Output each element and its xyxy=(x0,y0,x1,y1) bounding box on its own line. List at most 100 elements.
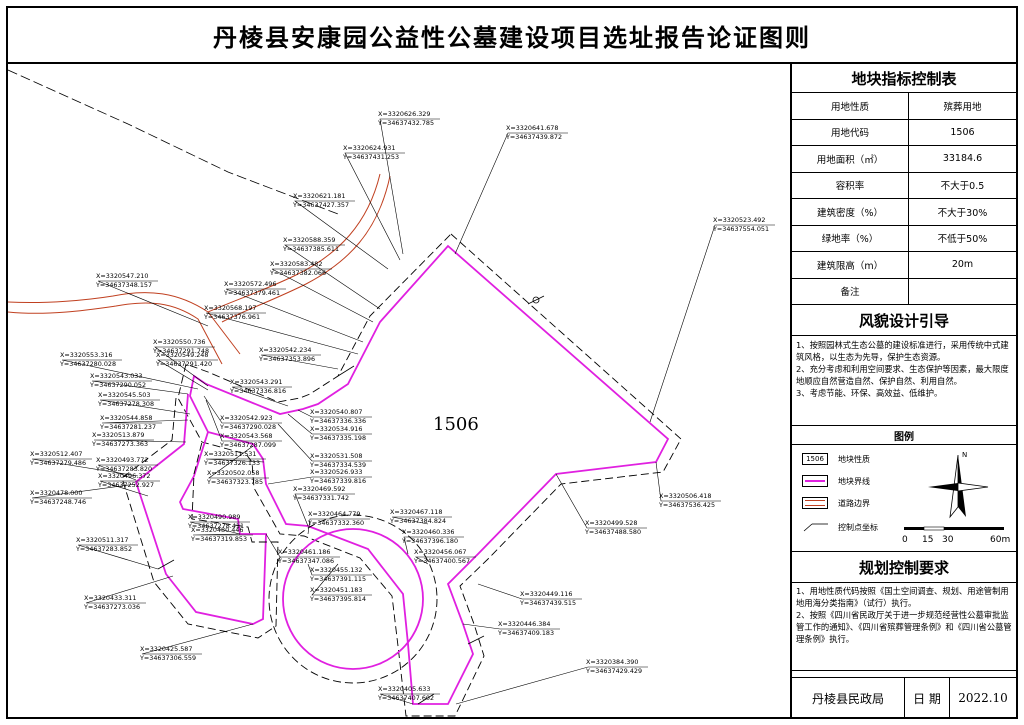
control-table-row: 容积率不大于0.5 xyxy=(792,172,1016,199)
coordinate-y: Y=34637396.180 xyxy=(401,537,458,545)
control-key: 建筑限高（m） xyxy=(792,251,909,279)
control-value: 殡葬用地 xyxy=(908,93,1016,120)
coordinate-y: Y=34637332.360 xyxy=(307,519,364,527)
coordinate-y: Y=34637339.816 xyxy=(309,477,366,485)
control-table-row: 用地性质殡葬用地 xyxy=(792,93,1016,120)
coordinate-y: Y=34637287.099 xyxy=(219,441,276,449)
coordinate-x: X=3320545.503 xyxy=(98,391,150,399)
design-guide-item: 1、按照园林式生态公墓的建设标准进行，采用传统中式建筑风格，以生态为先导，保护生… xyxy=(796,340,1009,362)
coordinate-x: X=3320506.418 xyxy=(659,492,711,500)
coordinate-leader-line xyxy=(277,423,372,462)
coordinate-x: X=3320547.210 xyxy=(96,272,148,280)
coordinate-leader-line xyxy=(477,583,582,600)
control-table-row: 建筑密度（%）不大于30% xyxy=(792,198,1016,226)
coordinate-leader-line xyxy=(294,200,389,270)
coordinate-leaders xyxy=(31,118,775,705)
coordinate-x: X=3320513.879 xyxy=(92,431,144,439)
coordinate-leader-line xyxy=(156,359,218,391)
coordinate-y: Y=34637331.742 xyxy=(292,494,349,502)
coordinate-leader-line xyxy=(462,623,560,630)
legend-item-boundary: 地块界线 xyxy=(802,475,870,487)
coordinate-x: X=3320449.116 xyxy=(520,590,572,598)
coordinate-x: X=3320553.316 xyxy=(60,351,112,359)
coordinate-x: X=3320490.989 xyxy=(188,513,240,521)
legend-swatch-control-point xyxy=(802,521,828,533)
coordinate-y: Y=34637306.559 xyxy=(139,654,196,662)
scale-label-0: 0 xyxy=(902,535,908,545)
road-dashed-line xyxy=(8,69,339,215)
coordinate-leader-line xyxy=(85,575,174,604)
coordinate-leader-line xyxy=(555,473,647,529)
legend-swatch-boundary xyxy=(802,475,828,487)
coordinate-x: X=3320405.633 xyxy=(378,685,430,693)
coordinate-y: Y=34637536.425 xyxy=(658,501,715,509)
coordinate-leader-line xyxy=(97,280,209,327)
scale-label-60: 60m xyxy=(990,535,1010,545)
coordinate-leader-line xyxy=(284,244,381,310)
requirements-text: 1、用地性质代码按照《国土空间调查、规划、用途管制用地用海分类指南》（试行）执行… xyxy=(792,583,1016,671)
map-canvas[interactable]: 1506 X=3320626.329Y=34637432.785X=332062… xyxy=(8,64,790,718)
coordinate-y: Y=34637439.872 xyxy=(505,133,562,141)
legend-label: 地块性质 xyxy=(838,454,870,464)
coordinate-y: Y=34637400.567 xyxy=(413,557,470,565)
coordinate-y: Y=34637432.785 xyxy=(377,119,434,127)
control-value xyxy=(908,278,1016,305)
coordinate-leader-line xyxy=(231,386,292,407)
coordinate-y: Y=34637273.036 xyxy=(83,603,140,611)
requirement-item: 2、按照《四川省民政厅关于进一步规范经营性公墓审批监管工作的通知》、《四川省殡葬… xyxy=(796,610,1012,644)
coordinate-y: Y=34637336.816 xyxy=(229,387,286,395)
coordinate-x: X=3320469.592 xyxy=(293,485,345,493)
legend: 1506 地块性质 地块界线 道路边界 控制点坐标 N xyxy=(792,445,1016,552)
coordinate-leader-line xyxy=(267,476,372,485)
coordinate-leader-line xyxy=(31,483,137,499)
coordinate-x: X=3320455.132 xyxy=(310,566,362,574)
coordinate-y: Y=34637336.336 xyxy=(309,417,366,425)
control-value: 不低于50% xyxy=(908,225,1016,252)
coordinate-x: X=3320544.858 xyxy=(100,414,152,422)
title-block-footer: 丹棱县民政局 日 期 2022.10 xyxy=(792,677,1016,718)
coordinate-x: X=3320624.931 xyxy=(343,144,395,152)
coordinate-y: Y=34637427.357 xyxy=(292,201,349,209)
legend-item-parcel-type: 1506 地块性质 xyxy=(802,453,870,465)
coordinate-x: X=3320572.496 xyxy=(224,280,276,288)
legend-swatch-parcel: 1506 xyxy=(802,453,828,465)
coordinate-leader-line xyxy=(97,464,158,481)
coordinate-leader-line xyxy=(77,544,159,570)
coordinate-y: Y=34637319.853 xyxy=(190,535,247,543)
coordinate-leader-line xyxy=(379,693,440,705)
coordinate-x: X=3320542.234 xyxy=(259,346,311,354)
coordinate-leader-line xyxy=(265,533,340,558)
coordinate-y: Y=34637291.420 xyxy=(155,360,212,368)
coordinate-y: Y=34637395.814 xyxy=(309,595,366,603)
coordinate-y: Y=34637385.611 xyxy=(282,245,339,253)
control-table-row: 用地面积（㎡）33184.6 xyxy=(792,145,1016,173)
coordinate-y: Y=34637409.183 xyxy=(497,629,554,637)
coordinate-y: Y=34637283.852 xyxy=(75,545,132,553)
coordinate-x: X=3320583.482 xyxy=(270,260,322,268)
coordinate-x: X=3320543.033 xyxy=(90,372,142,380)
coordinate-x: X=3320549.248 xyxy=(156,351,208,359)
coordinate-y: Y=34637278.308 xyxy=(97,400,154,408)
coordinate-x: X=3320621.181 xyxy=(293,192,345,200)
page-title: 丹棱县安康园公益性公墓建设项目选址报告论证图则 xyxy=(8,8,1016,64)
coordinate-y: Y=34637554.051 xyxy=(712,225,769,233)
road-boundaries xyxy=(8,173,391,365)
control-table-row: 备注 xyxy=(792,278,1016,305)
coordinate-leader-line xyxy=(154,346,215,387)
legend-label: 道路边界 xyxy=(838,498,870,508)
coordinate-leader-line xyxy=(101,419,189,424)
coordinate-y: Y=34637431.253 xyxy=(342,153,399,161)
coordinate-x: X=3320588.359 xyxy=(283,236,335,244)
coordinate-leader-line xyxy=(225,288,364,343)
control-table-row: 建筑限高（m）20m xyxy=(792,251,1016,279)
coordinate-leader-line xyxy=(414,556,476,565)
coordinate-y: Y=34637281.237 xyxy=(99,423,156,431)
coordinate-x: X=3320446.384 xyxy=(498,620,550,628)
control-key: 绿地率（%） xyxy=(792,225,909,252)
coordinate-y: Y=34637278.411 xyxy=(187,522,244,530)
coordinate-x: X=3320496.372 xyxy=(98,472,150,480)
coordinate-y: Y=34637348.157 xyxy=(95,281,152,289)
coordinate-leader-line xyxy=(192,533,253,536)
